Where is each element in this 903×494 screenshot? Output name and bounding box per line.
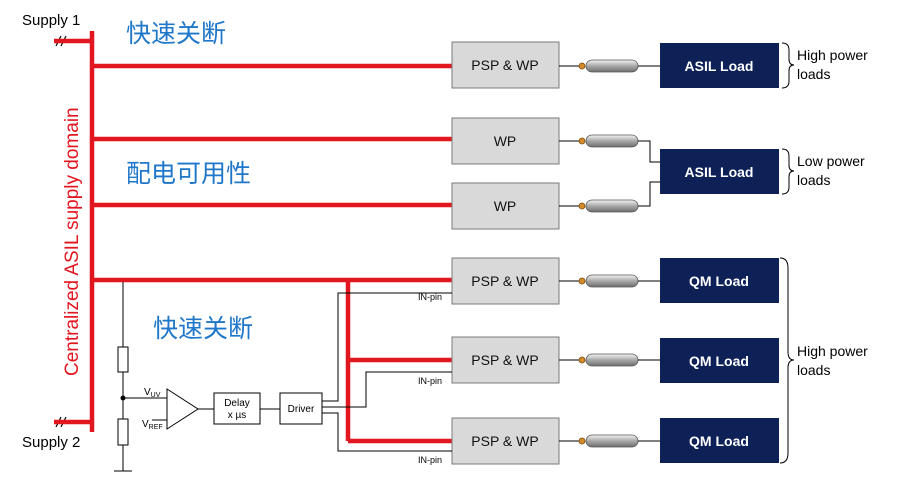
switch-box-6-label: PSP & WP: [471, 433, 538, 449]
cable-2: [559, 134, 660, 163]
svg-text:loads: loads: [797, 66, 830, 82]
switch-box-4: PSP & WP: [451, 257, 560, 305]
load-box-3-label: QM Load: [689, 273, 749, 289]
load-box-1-label: ASIL Load: [685, 58, 754, 74]
svg-text:loads: loads: [797, 362, 830, 378]
load-box-2: ASIL Load: [660, 149, 779, 194]
switch-box-2: WP: [451, 117, 560, 165]
svg-text:loads: loads: [797, 172, 830, 188]
load-box-1: ASIL Load: [660, 43, 779, 88]
switch-box-3-label: WP: [494, 198, 517, 214]
switch-box-4-label: PSP & WP: [471, 273, 538, 289]
cable-4: [559, 274, 660, 288]
annotation-distribution-availability: 配电可用性: [126, 159, 251, 188]
side-label-1: High power loads: [797, 47, 868, 82]
control-circuit: [114, 282, 452, 472]
cable-3: [559, 181, 660, 213]
power-bus: [54, 31, 452, 444]
brace-1: [781, 42, 795, 89]
brace-2: [781, 148, 795, 195]
delay-block-label: Delay: [224, 398, 250, 409]
in-pin-label-2: IN-pin: [418, 376, 442, 386]
delay-block-time: x µs: [228, 410, 247, 421]
cable-6: [559, 434, 660, 448]
switch-box-1: PSP & WP: [451, 41, 560, 89]
load-box-3: QM Load: [660, 258, 779, 303]
in-pin-label-1: IN-pin: [418, 292, 442, 302]
switch-box-5-label: PSP & WP: [471, 352, 538, 368]
load-box-5-label: QM Load: [689, 433, 749, 449]
cable-5: [559, 353, 660, 367]
switch-box-3: WP: [451, 182, 560, 230]
annotation-fast-shutdown-1: 快速关断: [126, 19, 226, 48]
load-box-2-label: ASIL Load: [685, 164, 754, 180]
switch-box-5: PSP & WP: [451, 336, 560, 384]
brace-3: [779, 257, 795, 464]
svg-text:Low power: Low power: [797, 153, 865, 169]
vuv-label: VUV: [144, 387, 161, 399]
driver-block-label: Driver: [288, 404, 315, 415]
svg-text:High power: High power: [797, 47, 868, 63]
in-pin-label-3: IN-pin: [418, 455, 442, 465]
side-label-2: Low power loads: [797, 153, 865, 188]
switch-box-2-label: WP: [494, 133, 517, 149]
vref-label: VREF: [142, 419, 163, 431]
annotation-fast-shutdown-2: 快速关断: [153, 314, 253, 343]
load-box-4-label: QM Load: [689, 353, 749, 369]
side-label-3: High power loads: [797, 343, 868, 378]
domain-label: Centralized ASIL supply domain: [62, 107, 83, 376]
svg-text:High power: High power: [797, 343, 868, 359]
switch-box-1-label: PSP & WP: [471, 57, 538, 73]
load-box-5: QM Load: [660, 418, 779, 463]
supply-1-label: Supply 1: [22, 12, 80, 29]
supply-2-label: Supply 2: [22, 434, 80, 451]
cable-1: [559, 59, 660, 73]
load-box-4: QM Load: [660, 338, 779, 383]
switch-box-6: PSP & WP: [451, 417, 560, 465]
